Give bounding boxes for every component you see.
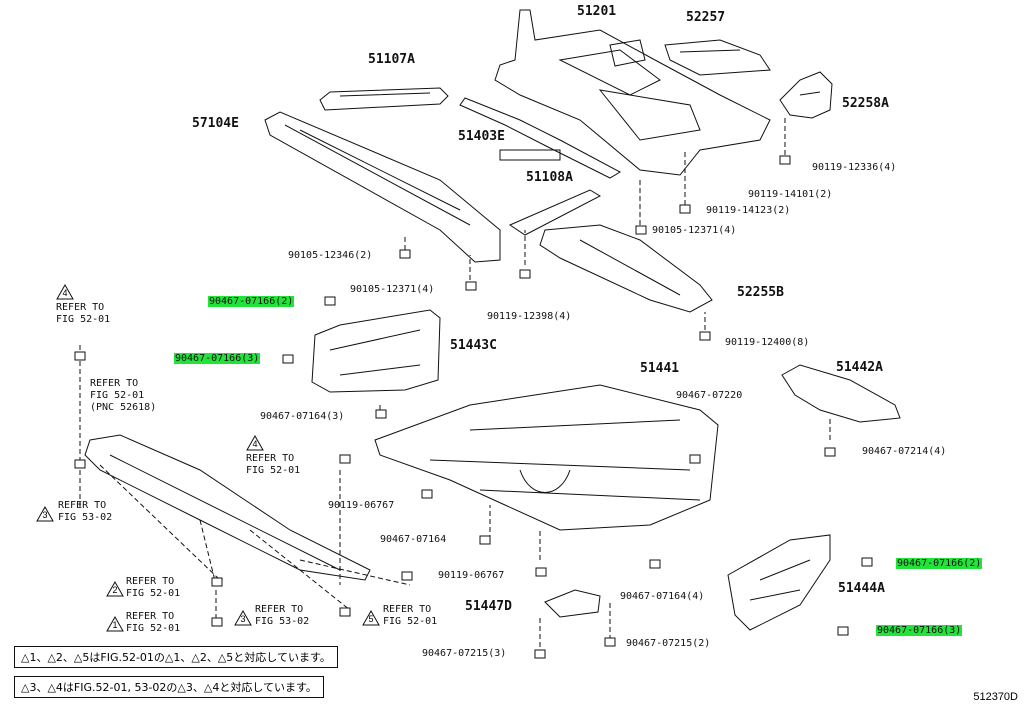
- part-label: 52255B: [737, 285, 784, 300]
- cover-51442A: [781, 364, 901, 423]
- bolt-label: 90105-12371(4): [652, 225, 737, 236]
- refer-label: REFER TO FIG 53-02: [58, 500, 113, 523]
- bolt-label: 90119-14123(2): [706, 205, 791, 216]
- bumper-reinforcement: [84, 434, 371, 581]
- bracket-51108A: [508, 189, 602, 236]
- bolt-label-highlighted: 90467-07166(3): [174, 353, 261, 364]
- bolt-label-highlighted: 90467-07166(2): [896, 558, 983, 569]
- bracket-51107A: [319, 87, 449, 111]
- part-label: 51108A: [526, 170, 573, 185]
- refer-label: REFER TO FIG 52-01 (PNC 52618): [90, 378, 157, 413]
- bracket-52258A: [779, 71, 833, 119]
- part-label: 52257: [686, 10, 726, 25]
- bolt-label: 90467-07164(4): [620, 591, 705, 602]
- reference-triangle-icon: 2: [106, 581, 124, 597]
- reference-triangle-icon: 3: [234, 610, 252, 626]
- figure-id: 512370D: [973, 691, 1018, 703]
- part-label: 51444A: [838, 581, 885, 596]
- reference-triangle-icon: 1: [106, 616, 124, 632]
- refer-label: REFER TO FIG 52-01: [383, 604, 438, 627]
- bolt-label-highlighted: 90467-07166(2): [208, 296, 295, 307]
- bolt-label-highlighted: 90467-07166(3): [876, 625, 963, 636]
- brace-51403E: [459, 97, 622, 179]
- refer-label: REFER TO FIG 52-01: [126, 576, 181, 599]
- refer-label: REFER TO FIG 53-02: [255, 604, 310, 627]
- member-52255B: [539, 224, 713, 313]
- legend-note: △1、△2、△5はFIG.52-01の△1、△2、△5と対応しています。: [14, 646, 338, 668]
- part-label: 51447D: [465, 599, 512, 614]
- crossmember-51201: [494, 9, 771, 176]
- part-label: 51403E: [458, 129, 505, 144]
- reference-triangle-icon: 4: [56, 284, 74, 300]
- part-label: 51442A: [836, 360, 883, 375]
- cover-51447D: [544, 589, 601, 618]
- part-label: 51107A: [368, 52, 415, 67]
- reference-triangle-icon: 4: [246, 435, 264, 451]
- part-label: 57104E: [192, 116, 239, 131]
- bolt-label: 90467-07164: [380, 534, 447, 545]
- bolt-label: 90467-07220: [676, 390, 743, 401]
- part-label: 51201: [577, 4, 617, 19]
- bolt-label: 90119-12398(4): [487, 311, 572, 322]
- part-label: 52258A: [842, 96, 889, 111]
- bolt-label: 90119-06767: [328, 500, 395, 511]
- refer-label: REFER TO FIG 52-01: [126, 611, 181, 634]
- bolt-label: 90467-07215(2): [626, 638, 711, 649]
- member-57104E: [264, 111, 501, 263]
- bolt-label: 90119-06767: [438, 570, 505, 581]
- reference-triangle-icon: 5: [362, 610, 380, 626]
- bolt-label: 90105-12371(4): [350, 284, 435, 295]
- bolt-label: 90467-07164(3): [260, 411, 345, 422]
- bracket-52257: [664, 39, 771, 76]
- bolt-label: 90119-14101(2): [748, 189, 833, 200]
- reference-triangle-icon: 3: [36, 506, 54, 522]
- bolt-label: 90467-07215(3): [422, 648, 507, 659]
- bolt-label: 90119-12336(4): [812, 162, 897, 173]
- cover-51443C: [311, 309, 441, 393]
- bolt-label: 90467-07214(4): [862, 446, 947, 457]
- refer-label: REFER TO FIG 52-01: [246, 453, 301, 476]
- undercover-51441: [374, 384, 719, 531]
- refer-label: REFER TO FIG 52-01: [56, 302, 111, 325]
- cover-51444A: [727, 534, 831, 631]
- part-label: 51441: [640, 361, 680, 376]
- part-label: 51443C: [450, 338, 497, 353]
- bolt-label: 90119-12400(8): [725, 337, 810, 348]
- legend-note: △3、△4はFIG.52-01, 53-02の△3、△4と対応しています。: [14, 676, 324, 698]
- bolt-label: 90105-12346(2): [288, 250, 373, 261]
